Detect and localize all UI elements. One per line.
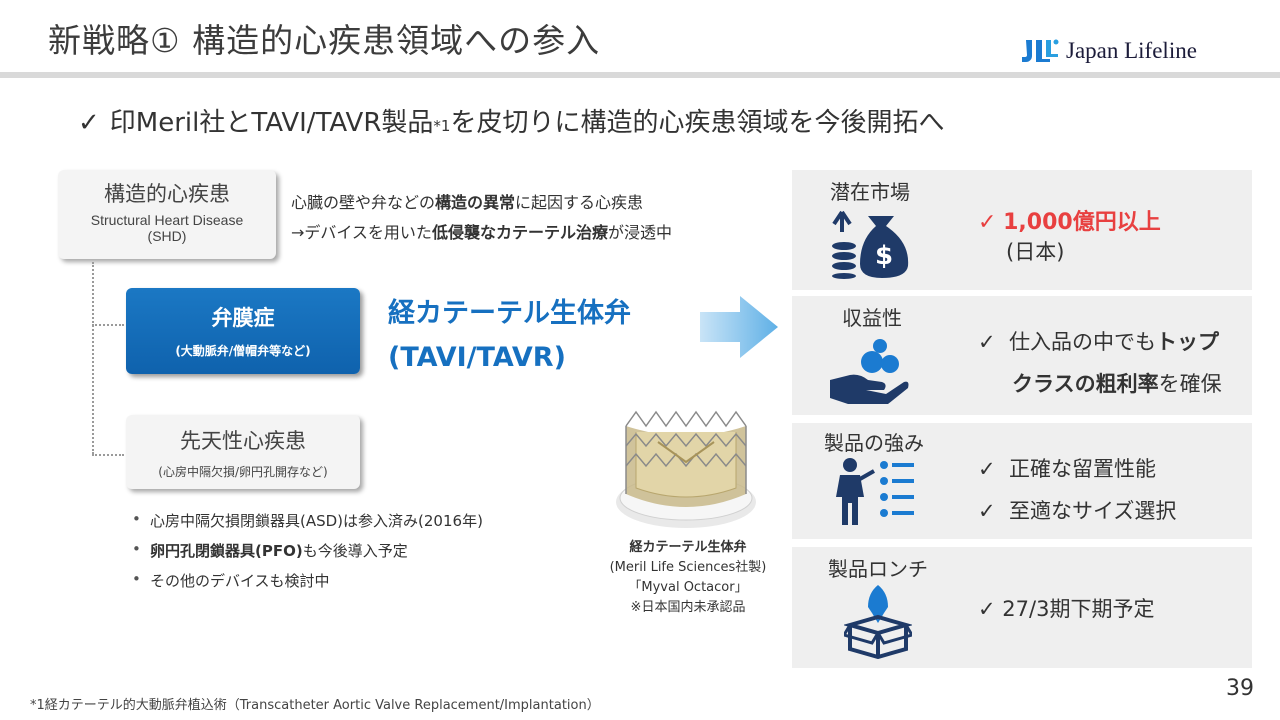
strength-text: 正確な留置性能 (1008, 457, 1156, 481)
check-icon: ✓ (978, 330, 996, 354)
list-item: その他のデバイスも検討中 (132, 570, 483, 591)
bullet-bold: 卵円孔閉鎖器具(PFO) (150, 542, 303, 560)
check-icon: ✓ (978, 457, 996, 481)
strength-panel: 製品の強み ✓ 正確な留置性能 ✓ 至適なサイズ選択 (792, 423, 1252, 539)
tavi-heading: 経カテーテル生体弁 (TAVI/TAVR) (388, 292, 631, 380)
market-panel: 潜在市場 $ ✓ 1,000億円以上 (日本) (792, 170, 1252, 290)
svg-text:$: $ (875, 241, 893, 271)
congenital-heart-box: 先天性心疾患 (心房中隔欠損/卵円孔開存など) (126, 415, 360, 489)
check-icon: ✓ (978, 499, 996, 523)
company-logo: Japan Lifeline (1020, 38, 1197, 64)
profit-line-1: ✓ 仕入品の中でもトップ (978, 326, 1219, 356)
profit-text: 仕入品の中でも (1008, 330, 1156, 354)
rocket-box-icon (844, 585, 912, 659)
valve-subtitle: (大動脈弁/僧帽弁等など) (175, 344, 311, 358)
launch-line-1: ✓ 27/3期下期予定 (978, 593, 1154, 623)
headline-text-1: 印Meril社とTAVI/TAVR製品 (109, 108, 434, 138)
chd-title: 先天性心疾患 (180, 429, 306, 453)
headline: ✓ 印Meril社とTAVI/TAVR製品 *1 を皮切りに構造的心疾患領域を今… (78, 102, 944, 139)
headline-footnote-ref: *1 (433, 117, 451, 135)
profit-title: 収益性 (842, 306, 902, 330)
caption-maker: (Meril Life Sciences社製) (609, 560, 767, 575)
profit-bold: トップ (1155, 330, 1219, 354)
strength-line-1: ✓ 正確な留置性能 (978, 453, 1156, 483)
tree-branch (92, 454, 124, 456)
profit-panel: 収益性 ✓ 仕入品の中でもトップ クラスの粗利率を確保 (792, 296, 1252, 415)
list-item: 卵円孔閉鎖器具(PFO)も今後導入予定 (132, 540, 483, 561)
tavi-line-1: 経カテーテル生体弁 (388, 298, 631, 329)
profit-line-2: クラスの粗利率を確保 (1012, 368, 1222, 398)
strength-line-2: ✓ 至適なサイズ選択 (978, 495, 1176, 525)
tavi-line-2: (TAVI/TAVR) (388, 342, 566, 373)
valve-disease-box: 弁膜症 (大動脈弁/僧帽弁等など) (126, 288, 360, 374)
desc-text: が浸透中 (607, 223, 672, 242)
bullet-text: も今後導入予定 (302, 542, 408, 560)
desc-bold: 構造の異常 (435, 193, 516, 212)
strength-title: 製品の強み (824, 431, 924, 455)
check-icon: ✓ (978, 210, 997, 235)
check-icon: ✓ (78, 108, 100, 138)
device-bullet-list: 心房中隔欠損閉鎖器具(ASD)は参入済み(2016年) 卵円孔閉鎖器具(PFO)… (132, 510, 483, 600)
valve-title: 弁膜症 (211, 306, 275, 330)
market-value: 1,000億円以上 (1003, 210, 1161, 235)
launch-text: 27/3期下期予定 (1002, 597, 1155, 621)
logo-text: Japan Lifeline (1066, 38, 1197, 63)
person-checklist-icon (836, 458, 914, 525)
page-number: 39 (1226, 676, 1254, 701)
caption-title: 経カテーテル生体弁 (629, 540, 747, 555)
shd-box: 構造的心疾患 Structural Heart Disease (SHD) (58, 170, 276, 259)
header-divider (0, 72, 1280, 78)
headline-text-2: を皮切りに構造的心疾患領域を今後開拓へ (450, 108, 945, 138)
bullet-text: 心房中隔欠損閉鎖器具(ASD)は参入済み(2016年) (150, 512, 483, 530)
check-icon: ✓ (978, 597, 996, 621)
caption-note: ※日本国内未承認品 (630, 600, 746, 615)
desc-text: に起因する心疾患 (515, 193, 644, 212)
market-value-line: ✓ 1,000億円以上 (978, 204, 1161, 236)
chd-subtitle: (心房中隔欠損/卵円孔開存など) (158, 465, 328, 479)
jll-logo-mark-icon (1022, 39, 1059, 62)
profit-bold: クラスの粗利率 (1012, 372, 1159, 396)
launch-panel: 製品ロンチ ✓ 27/3期下期予定 (792, 547, 1252, 668)
hand-coins-icon (830, 339, 909, 404)
desc-text: 心臓の壁や弁などの (291, 193, 436, 212)
right-arrow-icon (700, 296, 778, 358)
strength-text: 至適なサイズ選択 (1008, 499, 1177, 523)
desc-text: →デバイスを用いた (291, 223, 432, 242)
money-bag-icon: $ (832, 210, 909, 279)
shd-abbr: (SHD) (147, 228, 187, 244)
caption-product: 「Myval Octacor」 (628, 580, 748, 595)
footnote: *1経カテーテル的大動脈弁植込術（Transcatheter Aortic Va… (30, 698, 600, 713)
launch-title: 製品ロンチ (828, 557, 928, 581)
tree-connector (92, 262, 94, 454)
market-note: (日本) (1006, 240, 1065, 264)
desc-bold: 低侵襲なカテーテル治療 (431, 223, 608, 242)
profit-text: を確保 (1158, 372, 1222, 396)
page-title: 新戦略① 構造的心疾患領域への参入 (48, 21, 601, 60)
list-item: 心房中隔欠損閉鎖器具(ASD)は参入済み(2016年) (132, 510, 483, 531)
valve-product-image (616, 410, 756, 528)
shd-title: 構造的心疾患 (104, 182, 230, 206)
shd-english: Structural Heart Disease (90, 212, 244, 228)
market-title: 潜在市場 (830, 180, 910, 204)
tree-branch (92, 324, 124, 326)
bullet-text: その他のデバイスも検討中 (150, 572, 330, 590)
shd-description: 心臓の壁や弁などの構造の異常に起因する心疾患 →デバイスを用いた低侵襲なカテーテ… (291, 188, 672, 248)
product-caption: 経カテーテル生体弁 (Meril Life Sciences社製) 「Myval… (594, 538, 782, 618)
